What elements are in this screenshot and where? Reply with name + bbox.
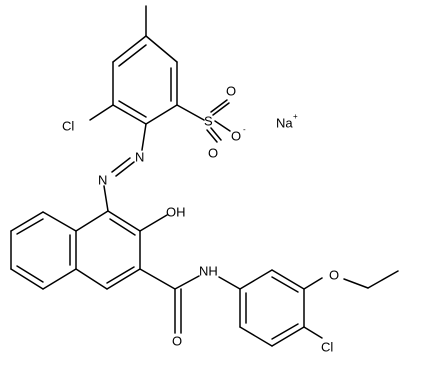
atom-labels: Cl O S O - O Na + N N OH NH O O Cl xyxy=(62,83,339,354)
atom-label-sodium: Na xyxy=(276,115,293,130)
charge-label-sulfonate-minus: - xyxy=(243,125,246,134)
atom-label-hydroxyl: OH xyxy=(166,204,186,219)
atom-label-sulfonate-o-upper: O xyxy=(226,83,236,98)
atom-label-amide-nh: NH xyxy=(199,263,218,278)
atom-label-sulfonate-o-minus: O xyxy=(231,128,241,143)
atom-label-azo-n-lower: N xyxy=(98,172,107,187)
atom-label-cl-top: Cl xyxy=(62,118,74,133)
atom-label-cl-bottom: Cl xyxy=(321,339,333,354)
atom-label-sulfonate-o-lower: O xyxy=(208,145,218,160)
atom-label-amide-o: O xyxy=(172,333,182,348)
atom-label-azo-n-upper: N xyxy=(135,149,144,164)
bond-lines xyxy=(10,5,399,347)
charge-label-sodium-plus: + xyxy=(293,112,298,121)
atom-label-sulfur: S xyxy=(204,113,213,128)
atom-label-ethoxy-o: O xyxy=(329,267,339,282)
